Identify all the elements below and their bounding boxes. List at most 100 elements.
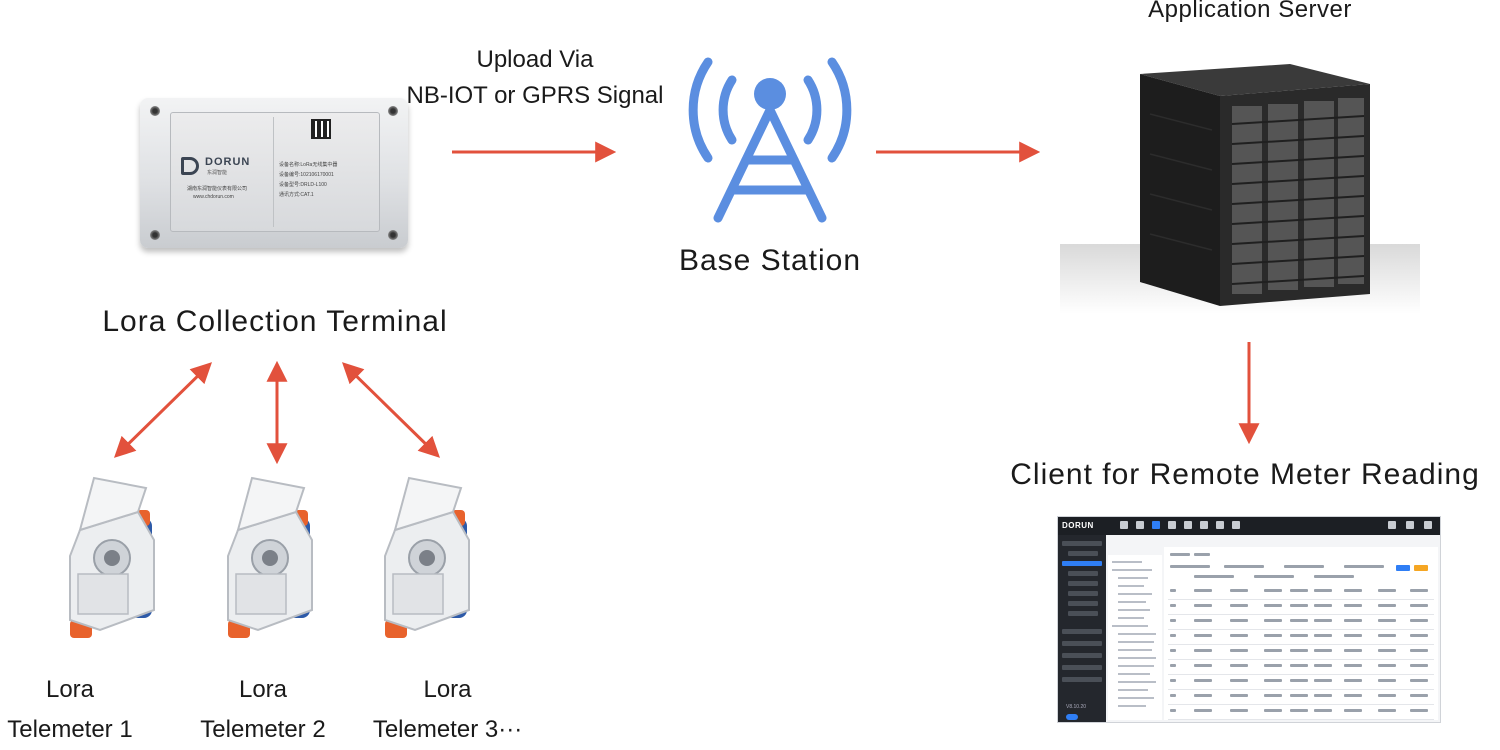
table-cell [1314,604,1332,607]
table-cell [1290,709,1308,712]
table-cell [1170,679,1176,682]
table-cell [1314,634,1332,637]
water-meter-icon-3 [384,476,470,638]
table-cell [1194,589,1212,592]
table-cell [1170,604,1176,607]
table-row [1168,629,1434,630]
lora-terminal-label: Lora Collection Terminal [102,305,448,338]
table-row [1168,704,1434,705]
table-cell [1170,649,1176,652]
dorun-logo-icon [181,157,199,175]
client-tree-panel [1108,555,1162,720]
table-cell [1230,664,1248,667]
table-cell [1264,619,1282,622]
table-cell [1170,589,1176,592]
table-cell [1264,679,1282,682]
arrow-terminal-meter-3 [341,362,441,458]
table-cell [1410,694,1428,697]
table-cell [1290,589,1308,592]
terminal-company: 湖南东润智能仪表有限公司 [187,186,248,192]
table-cell [1378,589,1396,592]
meter-label-1-line2: Telemeter 1 [7,716,133,743]
sidebar-item-active [1062,561,1102,566]
client-label: Client for Remote Meter Reading [1010,458,1480,491]
terminal-comm-mode: 通讯方式:CAT.1 [279,192,314,198]
table-cell [1194,604,1212,607]
table-cell [1344,634,1362,637]
table-row [1168,674,1434,675]
table-cell [1230,649,1248,652]
nav-icon-active [1152,521,1160,529]
table-cell [1230,634,1248,637]
table-cell [1410,649,1428,652]
table-cell [1264,649,1282,652]
screw [150,106,160,116]
table-cell [1314,619,1332,622]
terminal-brand-sub: 东润智能 [207,170,228,176]
meter-label-3: Lora Telemeter 3··· [360,670,535,750]
table-cell [1194,694,1212,697]
table-cell [1230,694,1248,697]
table-cell [1194,634,1212,637]
meter-label-2-line2: Telemeter 2 [200,716,326,743]
table-cell [1264,664,1282,667]
nav-icon [1136,521,1144,529]
screw [150,230,160,240]
table-cell [1170,709,1176,712]
table-cell [1230,709,1248,712]
table-row [1168,659,1434,660]
table-cell [1194,709,1212,712]
meter-label-2: Lora Telemeter 2 [188,670,338,750]
table-cell [1344,604,1362,607]
close-icon [1424,521,1432,529]
table-cell [1314,589,1332,592]
search-button [1396,565,1410,571]
nav-icon [1232,521,1240,529]
client-sidebar: V8.10.20 [1058,535,1106,722]
sidebar-item [1062,629,1102,634]
table-cell [1378,679,1396,682]
base-station-label: Base Station [678,244,862,277]
table-cell [1344,649,1362,652]
sidebar-item [1068,601,1098,606]
upload-label-line2: NB-IOT or GPRS Signal [406,82,664,109]
table-cell [1344,664,1362,667]
client-logo: DORUN [1062,521,1094,530]
table-cell [1290,694,1308,697]
meter-label-3-line1: Lora [423,676,472,703]
table-cell [1378,604,1396,607]
arrow-terminal-meter-1 [113,362,213,458]
table-cell [1290,664,1308,667]
table-cell [1410,679,1428,682]
table-cell [1170,634,1176,637]
table-cell [1410,604,1428,607]
table-cell [1410,589,1428,592]
table-cell [1290,679,1308,682]
screw [388,230,398,240]
sidebar-item [1068,551,1098,556]
terminal-brand: DORUN [205,156,251,168]
table-cell [1194,664,1212,667]
table-cell [1230,679,1248,682]
nav-icon [1184,521,1192,529]
sidebar-item [1068,581,1098,586]
sidebar-item [1068,591,1098,596]
terminal-website: www.chdorun.com [193,194,234,200]
sidebar-item [1068,611,1098,616]
table-cell [1378,709,1396,712]
terminal-device-model: 设备型号:DRLD-L100 [279,182,327,188]
export-button [1414,565,1428,571]
table-cell [1290,604,1308,607]
table-cell [1230,589,1248,592]
nav-icon [1120,521,1128,529]
table-cell [1410,634,1428,637]
sidebar-item [1068,571,1098,576]
table-cell [1194,649,1212,652]
meter-label-1-line1: Lora [45,676,95,703]
screw [388,106,398,116]
table-row [1168,719,1434,720]
table-cell [1290,634,1308,637]
table-cell [1230,604,1248,607]
sidebar-item [1062,677,1102,682]
table-cell [1378,694,1396,697]
